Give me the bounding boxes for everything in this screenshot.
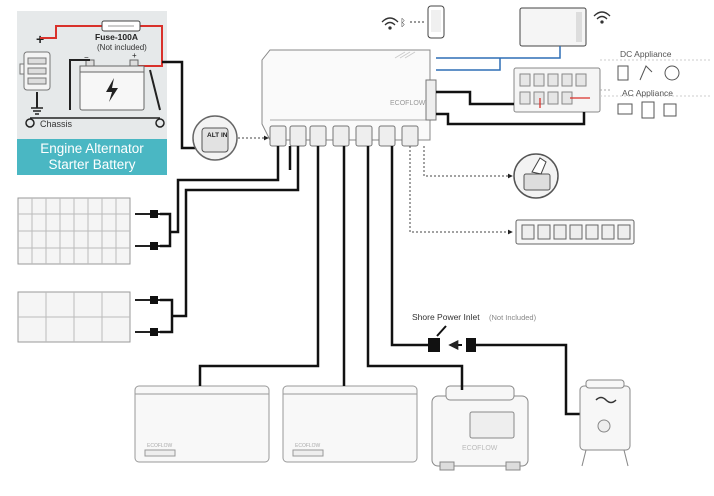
dc-appliance-label: DC Appliance	[620, 49, 672, 59]
panel-title: Engine Alternator Starter Battery	[17, 139, 167, 175]
battery-pack-icon-2	[282, 385, 418, 463]
battery-1-brand: ECOFLOW	[147, 443, 173, 449]
solar-panel-icon-2	[17, 291, 131, 343]
svg-text:+: +	[132, 51, 137, 60]
fuse-note: (Not included)	[97, 43, 147, 52]
monitor-icon	[519, 7, 587, 47]
alternator-icon	[19, 51, 51, 91]
generator-brand: ECOFLOW	[462, 445, 498, 452]
ground-icon-2	[25, 118, 165, 128]
alt-in-callout: ALT IN	[192, 115, 269, 161]
chassis-label: Chassis	[40, 119, 73, 129]
hub-brand: ECOFLOW	[390, 100, 426, 107]
bluetooth-icon: ᛒ	[400, 18, 406, 29]
red-wires	[539, 97, 590, 108]
distribution-panel-icon	[513, 67, 601, 113]
panel-title-line2: Starter Battery	[48, 157, 136, 172]
power-hub: ECOFLOW	[261, 49, 437, 147]
shore-power-note: (Not Included)	[489, 313, 537, 322]
alt-in-label: ALT IN	[207, 132, 228, 139]
wifi-icon	[381, 17, 399, 30]
solar-panel-icon	[17, 197, 131, 265]
outlet-strip-icon	[515, 219, 635, 245]
ac-appliance-icon	[617, 101, 677, 119]
wifi-icon-2	[593, 11, 611, 24]
shore-power-label: Shore Power Inlet	[412, 312, 480, 322]
panel-title-line1: Engine Alternator	[40, 141, 144, 156]
battery-icon: − +	[79, 51, 145, 111]
fuse-label: Fuse-100A	[95, 32, 138, 42]
lightning-icon	[106, 78, 118, 102]
shore-power-box-icon	[579, 379, 631, 467]
hand-press-icon	[513, 153, 559, 199]
svg-text:−: −	[84, 53, 89, 62]
ground-icon	[31, 107, 43, 115]
dc-appliance-icon	[617, 65, 680, 81]
battery-pack-icon	[134, 385, 270, 463]
shore-plug-icon	[428, 338, 476, 352]
phone-icon	[427, 5, 445, 39]
ac-appliance-label: AC Appliance	[622, 88, 673, 98]
battery-2-brand: ECOFLOW	[295, 443, 321, 449]
generator-icon	[431, 385, 529, 471]
